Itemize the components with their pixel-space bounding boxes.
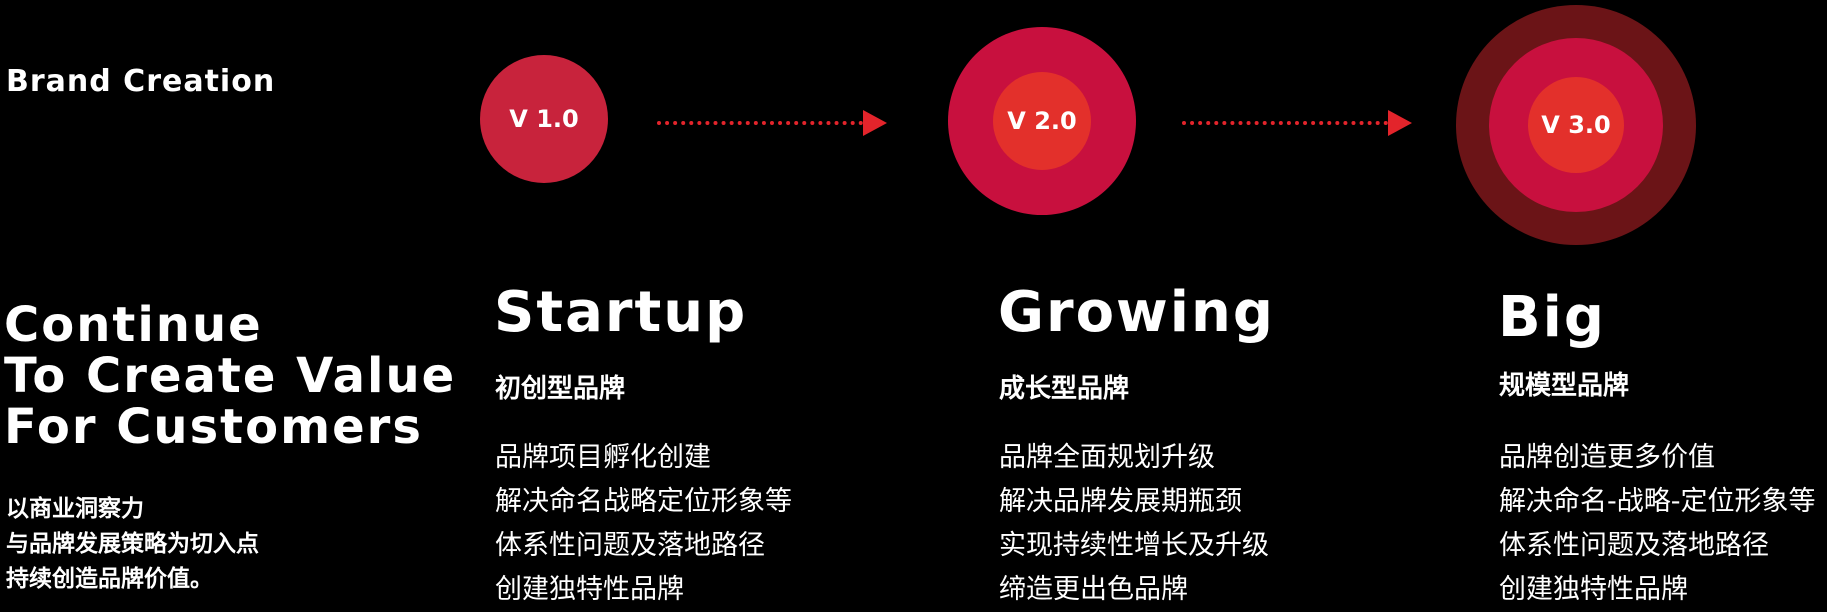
stage-title: Big bbox=[1498, 285, 1606, 350]
stage-points: 品牌全面规划升级 解决品牌发展期瓶颈 实现持续性增长及升级 缔造更出色品牌 bbox=[999, 436, 1269, 612]
progress-arrow-line bbox=[657, 121, 863, 125]
stage-point: 品牌项目孵化创建 bbox=[495, 442, 711, 473]
stage-point: 品牌全面规划升级 bbox=[999, 442, 1215, 473]
arrow-right-icon bbox=[1388, 110, 1412, 136]
brand-label: Brand Creation bbox=[6, 64, 276, 99]
stage-point: 解决品牌发展期瓶颈 bbox=[999, 486, 1242, 517]
stage-point: 品牌创造更多价值 bbox=[1499, 442, 1715, 473]
version-label: V 3.0 bbox=[1541, 111, 1611, 139]
intro-line: 以商业洞察力 bbox=[6, 496, 144, 522]
tagline-line: Continue bbox=[4, 297, 263, 353]
stage-subtitle: 规模型品牌 bbox=[1499, 371, 1630, 401]
stage-point: 缔造更出色品牌 bbox=[999, 574, 1188, 605]
version-badge-inner: V 3.0 bbox=[1528, 77, 1624, 173]
stage-point: 实现持续性增长及升级 bbox=[999, 530, 1269, 561]
stage-subtitle: 成长型品牌 bbox=[999, 374, 1130, 404]
stage-point: 解决命名战略定位形象等 bbox=[495, 486, 792, 517]
arrow-right-icon bbox=[863, 110, 887, 136]
stage-points: 品牌项目孵化创建 解决命名战略定位形象等 体系性问题及落地路径 创建独特性品牌 bbox=[495, 436, 792, 612]
version-badge-v2: V 2.0 bbox=[948, 27, 1136, 215]
stage-point: 体系性问题及落地路径 bbox=[495, 530, 765, 561]
intro-text: 以商业洞察力 与品牌发展策略为切入点 持续创造品牌价值。 bbox=[6, 492, 259, 597]
version-badge-v3: V 3.0 bbox=[1456, 5, 1696, 245]
stage-point: 体系性问题及落地路径 bbox=[1499, 530, 1769, 561]
stage-title: Growing bbox=[998, 280, 1275, 345]
version-label: V 2.0 bbox=[1007, 107, 1077, 135]
intro-line: 与品牌发展策略为切入点 bbox=[6, 531, 259, 557]
version-badge-middle: V 3.0 bbox=[1489, 38, 1663, 212]
stage-title: Startup bbox=[494, 280, 748, 345]
stage-subtitle: 初创型品牌 bbox=[495, 374, 626, 404]
stage-point: 创建独特性品牌 bbox=[495, 574, 684, 605]
tagline: Continue To Create Value For Customers bbox=[4, 300, 456, 453]
tagline-line: For Customers bbox=[4, 399, 423, 455]
stage-points: 品牌创造更多价值 解决命名-战略-定位形象等 体系性问题及落地路径 创建独特性品… bbox=[1499, 436, 1816, 612]
progress-arrow-line bbox=[1182, 121, 1388, 125]
intro-line: 持续创造品牌价值。 bbox=[6, 566, 213, 592]
version-badge-v1: V 1.0 bbox=[480, 55, 608, 183]
tagline-line: To Create Value bbox=[4, 348, 457, 404]
version-label: V 1.0 bbox=[509, 105, 579, 133]
stage-point: 解决命名-战略-定位形象等 bbox=[1499, 486, 1816, 517]
version-badge-inner: V 2.0 bbox=[993, 72, 1091, 170]
stage-point: 创建独特性品牌 bbox=[1499, 574, 1688, 605]
